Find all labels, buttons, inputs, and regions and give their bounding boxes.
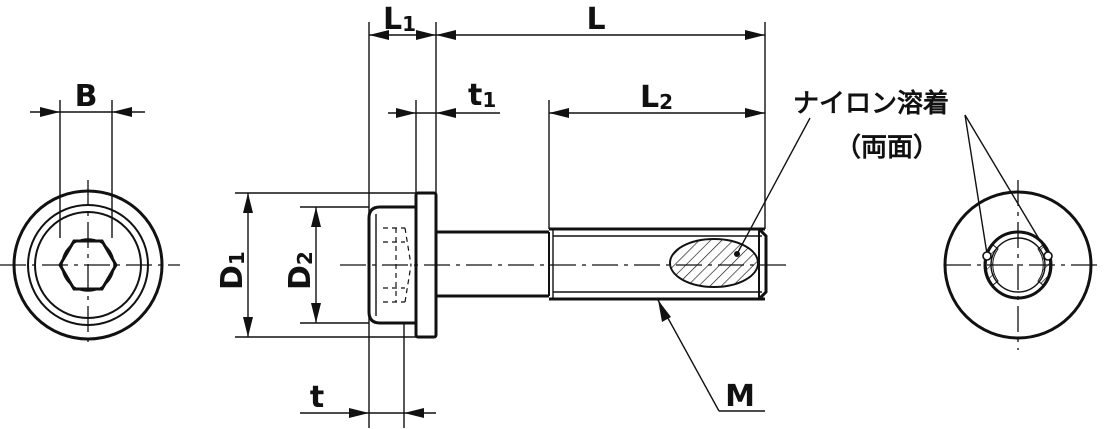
dim-D1	[243, 193, 253, 337]
dim-t	[300, 408, 436, 418]
extension-lines	[235, 22, 766, 428]
screw-side-view	[340, 191, 790, 339]
head-end-view	[0, 100, 180, 345]
dim-label-M: M	[725, 379, 755, 414]
dim-t1	[388, 108, 500, 118]
dim-label-L1: L1	[383, 2, 416, 37]
nylon-note-line1: ナイロン溶着	[793, 88, 949, 119]
dim-L2	[549, 108, 765, 118]
leader-nylon	[734, 114, 1049, 257]
dim-label-t: t	[310, 380, 324, 415]
tip-end-view	[943, 180, 1100, 350]
dim-label-D1: D1	[215, 251, 250, 290]
dim-L	[436, 30, 765, 40]
dim-label-L2: L2	[640, 80, 673, 115]
dim-label-L: L	[586, 2, 605, 37]
dim-D2	[311, 207, 321, 323]
nylon-patch	[669, 238, 759, 288]
dim-label-B: B	[75, 79, 98, 114]
dim-L1	[369, 30, 436, 40]
dim-label-D2: D2	[283, 251, 318, 290]
leader-M	[657, 299, 765, 412]
dim-label-t1: t1	[468, 78, 496, 113]
nylon-note-line2: （両面）	[835, 133, 939, 163]
